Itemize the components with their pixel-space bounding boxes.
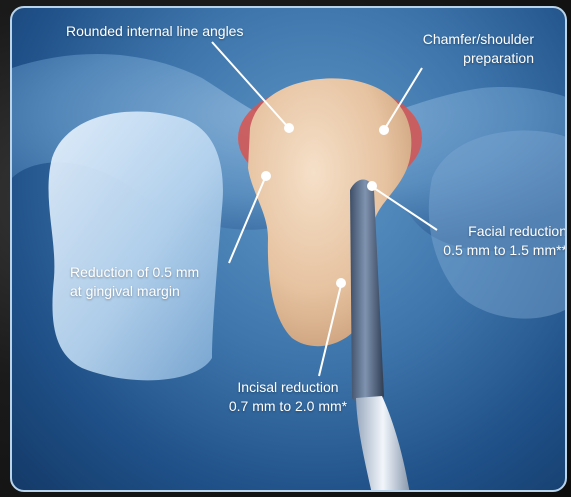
label-facial-reduction: Facial reduction 0.5 mm to 1.5 mm** [412,222,567,260]
label-rounded-internal-line-angles: Rounded internal line angles [66,22,243,41]
label-incisal-line2: 0.7 mm to 2.0 mm* [208,397,368,416]
label-gingival-line2: at gingival margin [70,282,199,301]
label-incisal-reduction: Incisal reduction 0.7 mm to 2.0 mm* [208,378,368,416]
prepared-tooth [248,78,411,346]
label-chamfer-shoulder: Chamfer/shoulder preparation [384,30,534,68]
diagram-panel: Rounded internal line angles Chamfer/sho… [10,6,567,492]
label-chamfer-line2: preparation [384,49,534,68]
label-gingival-line1: Reduction of 0.5 mm [70,263,199,282]
diamond-bur [350,180,384,403]
label-gingival-reduction: Reduction of 0.5 mm at gingival margin [70,263,199,301]
label-facial-line2: 0.5 mm to 1.5 mm** [412,241,567,260]
label-facial-line1: Facial reduction [412,222,567,241]
label-chamfer-line1: Chamfer/shoulder [384,30,534,49]
adjacent-incisor [49,111,223,380]
label-incisal-line1: Incisal reduction [208,378,368,397]
